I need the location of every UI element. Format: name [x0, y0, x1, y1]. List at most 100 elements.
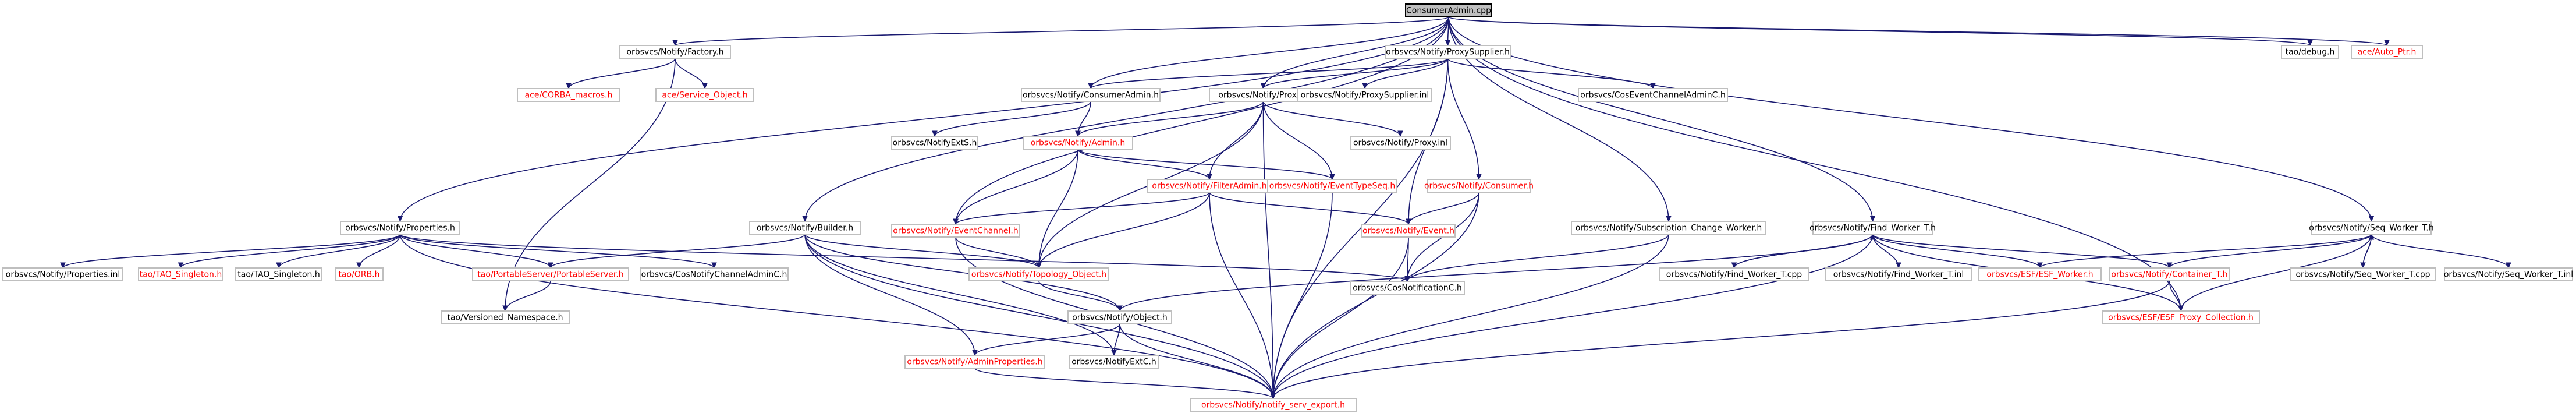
node-box	[655, 88, 754, 102]
node-notifyservexport[interactable]: orbsvcs/Notify/notify_serv_export.h	[1190, 398, 1357, 412]
node-label: orbsvcs/Notify/EventChannel.h	[893, 227, 1019, 236]
dependency-edge	[955, 236, 1042, 269]
dependency-edge	[1262, 101, 1335, 181]
node-taosingletonh2[interactable]: tao/TAO_Singleton.h	[235, 267, 322, 281]
node-eventh[interactable]: orbsvcs/Notify/Event.h	[1361, 224, 1456, 238]
node-cosnotification[interactable]: orbsvcs/CosNotificationC.h	[1350, 281, 1465, 295]
node-findworker[interactable]: orbsvcs/Notify/Find_Worker_T.h	[1809, 221, 1936, 235]
node-root: ConsumerAdmin.cpp	[1405, 3, 1492, 17]
node-label: orbsvcs/Notify/Seq_Worker_T.inl	[2444, 270, 2573, 280]
dependency-edge	[1448, 16, 2390, 47]
arrowhead	[1075, 130, 1081, 137]
node-box	[2109, 267, 2230, 281]
node-properties[interactable]: orbsvcs/Notify/Properties.h	[340, 221, 460, 235]
node-box	[1267, 179, 1397, 193]
node-topologyobject[interactable]: orbsvcs/Notify/Topology_Object.h	[968, 267, 1109, 281]
node-serviceobject[interactable]: ace/Service_Object.h	[655, 88, 754, 102]
node-label: tao/Versioned_Namespace.h	[447, 313, 563, 323]
node-proxyinl[interactable]: orbsvcs/Notify/Proxy.inl	[1350, 136, 1451, 150]
node-debug[interactable]: tao/debug.h	[2281, 45, 2339, 59]
node-coseventadmin[interactable]: orbsvcs/CosEventChannelAdminC.h	[1578, 88, 1728, 102]
arrowhead	[397, 216, 403, 223]
node-factory[interactable]: orbsvcs/Notify/Factory.h	[619, 45, 731, 59]
node-cosnotifychanneladmin[interactable]: orbsvcs/CosNotifyChannelAdminC.h	[640, 267, 789, 281]
node-portableserver[interactable]: tao/PortableServer/PortableServer.h	[472, 267, 629, 281]
node-consumerh[interactable]: orbsvcs/Notify/Consumer.h	[1424, 179, 1534, 193]
arrowhead	[972, 350, 978, 356]
node-box	[1021, 88, 1161, 102]
node-proxysupplierinl[interactable]: orbsvcs/Notify/ProxySupplier.inl	[1297, 88, 1432, 102]
node-builder[interactable]: orbsvcs/Notify/Builder.h	[749, 221, 861, 235]
node-box	[2290, 267, 2436, 281]
node-consumeradminh[interactable]: orbsvcs/Notify/ConsumerAdmin.h	[1021, 88, 1161, 102]
dependency-edge	[932, 101, 1091, 137]
arrowhead	[1207, 174, 1212, 181]
arrowhead	[2166, 262, 2173, 269]
node-box	[2281, 45, 2339, 59]
node-notifyextS[interactable]: orbsvcs/NotifyExtS.h	[891, 136, 978, 150]
dependency-edge	[1448, 16, 2184, 312]
node-box	[1571, 221, 1766, 235]
arrowhead	[711, 262, 717, 269]
node-layer: ConsumerAdmin.cpp orbsvcs/Notify/Factory.…	[2, 3, 2573, 412]
node-box	[891, 224, 1020, 238]
dependency-edge	[2037, 234, 2372, 269]
node-label: orbsvcs/Notify/Find_Worker_T.inl	[1833, 270, 1964, 280]
node-filteradmin[interactable]: orbsvcs/Notify/FilterAdmin.h	[1147, 179, 1272, 193]
node-seqworkertinl[interactable]: orbsvcs/Notify/Seq_Worker_T.inl	[2444, 267, 2573, 281]
dependency-edge	[1270, 192, 1333, 400]
node-label: orbsvcs/Notify/Seq_Worker_T.cpp	[2295, 270, 2430, 280]
node-box	[1350, 281, 1465, 295]
node-propertiesinl[interactable]: orbsvcs/Notify/Properties.inl	[2, 267, 123, 281]
node-eventtypeseq[interactable]: orbsvcs/Notify/EventTypeSeq.h	[1267, 179, 1397, 193]
arrowhead	[702, 83, 708, 90]
arrowhead	[2037, 262, 2043, 269]
node-adminh[interactable]: orbsvcs/Notify/Admin.h	[1023, 136, 1133, 150]
dependency-edge	[1270, 192, 1479, 400]
node-eventchannel[interactable]: orbsvcs/Notify/EventChannel.h	[891, 224, 1020, 238]
arrowhead	[2178, 305, 2184, 312]
node-autoptr[interactable]: ace/Auto_Ptr.h	[2351, 45, 2423, 59]
node-corbamacros[interactable]: ace/CORBA_macros.h	[517, 88, 620, 102]
node-box	[2, 267, 123, 281]
node-label: orbsvcs/Notify/Object.h	[1072, 313, 1168, 323]
node-seqworker[interactable]: orbsvcs/Notify/Seq_Worker_T.h	[2309, 221, 2434, 235]
dependency-edge	[548, 234, 806, 269]
node-containert[interactable]: orbsvcs/Notify/Container_T.h	[2109, 267, 2230, 281]
arrowhead	[1869, 233, 1876, 240]
node-orbh[interactable]: tao/ORB.h	[335, 267, 384, 281]
node-box	[619, 45, 731, 59]
node-label: tao/ORB.h	[338, 270, 379, 280]
node-label: orbsvcs/Notify/Subscription_Change_Worke…	[1576, 224, 1762, 233]
node-box	[1659, 267, 1809, 281]
node-seqworkertcpp[interactable]: orbsvcs/Notify/Seq_Worker_T.cpp	[2290, 267, 2436, 281]
arrowhead	[802, 216, 808, 223]
node-box	[1067, 310, 1172, 324]
node-objecth[interactable]: orbsvcs/Notify/Object.h	[1067, 310, 1172, 324]
dependency-edge	[397, 16, 1449, 223]
node-findworkertinl[interactable]: orbsvcs/Notify/Find_Worker_T.inl	[1825, 267, 1972, 281]
dependency-edge	[804, 234, 1042, 269]
node-notifyextC[interactable]: orbsvcs/NotifyExtC.h	[1069, 355, 1159, 369]
node-esfproxycollection[interactable]: orbsvcs/ESF/ESF_Proxy_Collection.h	[2102, 310, 2260, 324]
node-label: orbsvcs/Notify/Admin.h	[1031, 139, 1126, 148]
node-adminproperties[interactable]: orbsvcs/Notify/AdminProperties.h	[904, 355, 1045, 369]
node-findworkertcpp[interactable]: orbsvcs/Notify/Find_Worker_T.cpp	[1659, 267, 1809, 281]
node-label: orbsvcs/Notify/EventTypeSeq.h	[1269, 182, 1396, 191]
dependency-edge	[356, 234, 401, 269]
node-box	[1978, 267, 2102, 281]
arrowhead	[953, 218, 959, 225]
edge-layer	[60, 16, 2511, 400]
node-label: orbsvcs/Notify/Topology_Object.h	[971, 270, 1106, 280]
node-box	[1069, 355, 1159, 369]
dependency-edge	[974, 368, 1276, 400]
node-versionednamespace[interactable]: tao/Versioned_Namespace.h	[441, 310, 570, 324]
node-proxysupplier[interactable]: orbsvcs/Notify/ProxySupplier.h	[1385, 45, 1511, 59]
dependency-edge	[502, 280, 551, 312]
node-taosingleton[interactable]: tao/TAO_Singleton.h	[138, 267, 223, 281]
node-esfworker[interactable]: orbsvcs/ESF/ESF_Worker.h	[1978, 267, 2102, 281]
arrowhead	[2307, 40, 2313, 47]
node-subchange[interactable]: orbsvcs/Notify/Subscription_Change_Worke…	[1571, 221, 1766, 235]
dependency-edge	[1088, 58, 1449, 90]
arrowhead	[1111, 350, 1117, 356]
